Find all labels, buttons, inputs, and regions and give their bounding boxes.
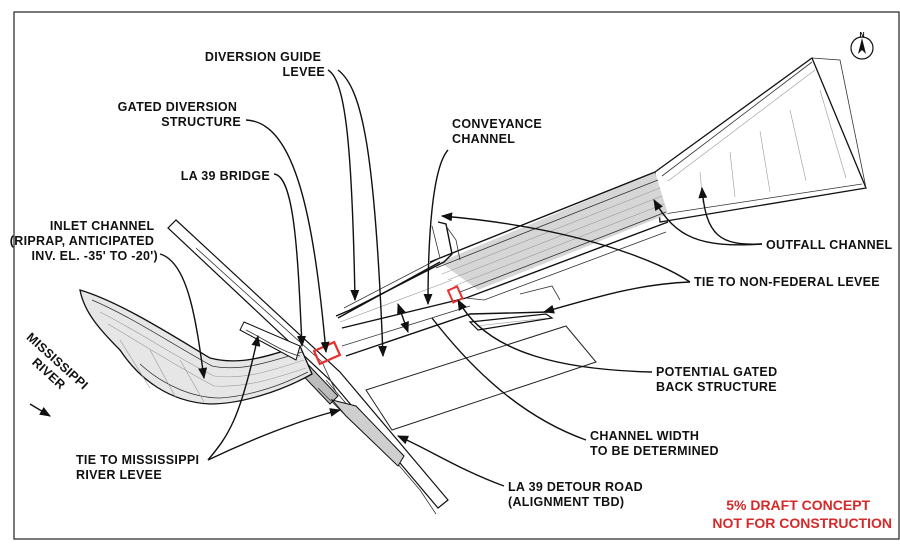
label-la39-detour-road: LA 39 DETOUR ROAD (ALIGNMENT TBD): [508, 480, 647, 509]
label-channel-width: CHANNEL WIDTH TO BE DETERMINED: [590, 429, 719, 458]
label-la39-bridge: LA 39 BRIDGE: [181, 169, 270, 183]
label-tie-non-federal-levee: TIE TO NON-FEDERAL LEVEE: [694, 275, 880, 289]
guide-levee-shapes: [335, 221, 554, 331]
label-potential-gated-back-structure: POTENTIAL GATED BACK STRUCTURE: [656, 365, 781, 394]
inlet-channel-shape: [79, 289, 313, 405]
label-diversion-guide-levee: DIVERSION GUIDE LEVEE: [205, 50, 325, 79]
drawing-border: [13, 11, 900, 540]
label-outfall-channel: OUTFALL CHANNEL: [766, 238, 893, 252]
label-conveyance-channel: CONVEYANCE CHANNEL: [452, 117, 546, 146]
label-inlet-channel: INLET CHANNEL (RIPRAP, ANTICIPATED INV. …: [10, 219, 158, 263]
detour-road-shape: [365, 285, 597, 431]
outfall-channel-shape: [654, 56, 867, 223]
north-arrow-icon: N: [850, 32, 874, 60]
conveyance-channel-shape: [337, 171, 669, 357]
label-gated-diversion-structure: GATED DIVERSION STRUCTURE: [118, 100, 241, 129]
draft-concept-note: 5% DRAFT CONCEPT NOT FOR CONSTRUCTION: [712, 497, 892, 531]
leader-lines: [29, 69, 763, 487]
label-mississippi-river: MISSISSIPPI RIVER: [14, 330, 94, 406]
label-tie-mississippi-river-levee: TIE TO MISSISSIPPI RIVER LEVEE: [76, 453, 203, 482]
compass-letter: N: [859, 32, 864, 39]
